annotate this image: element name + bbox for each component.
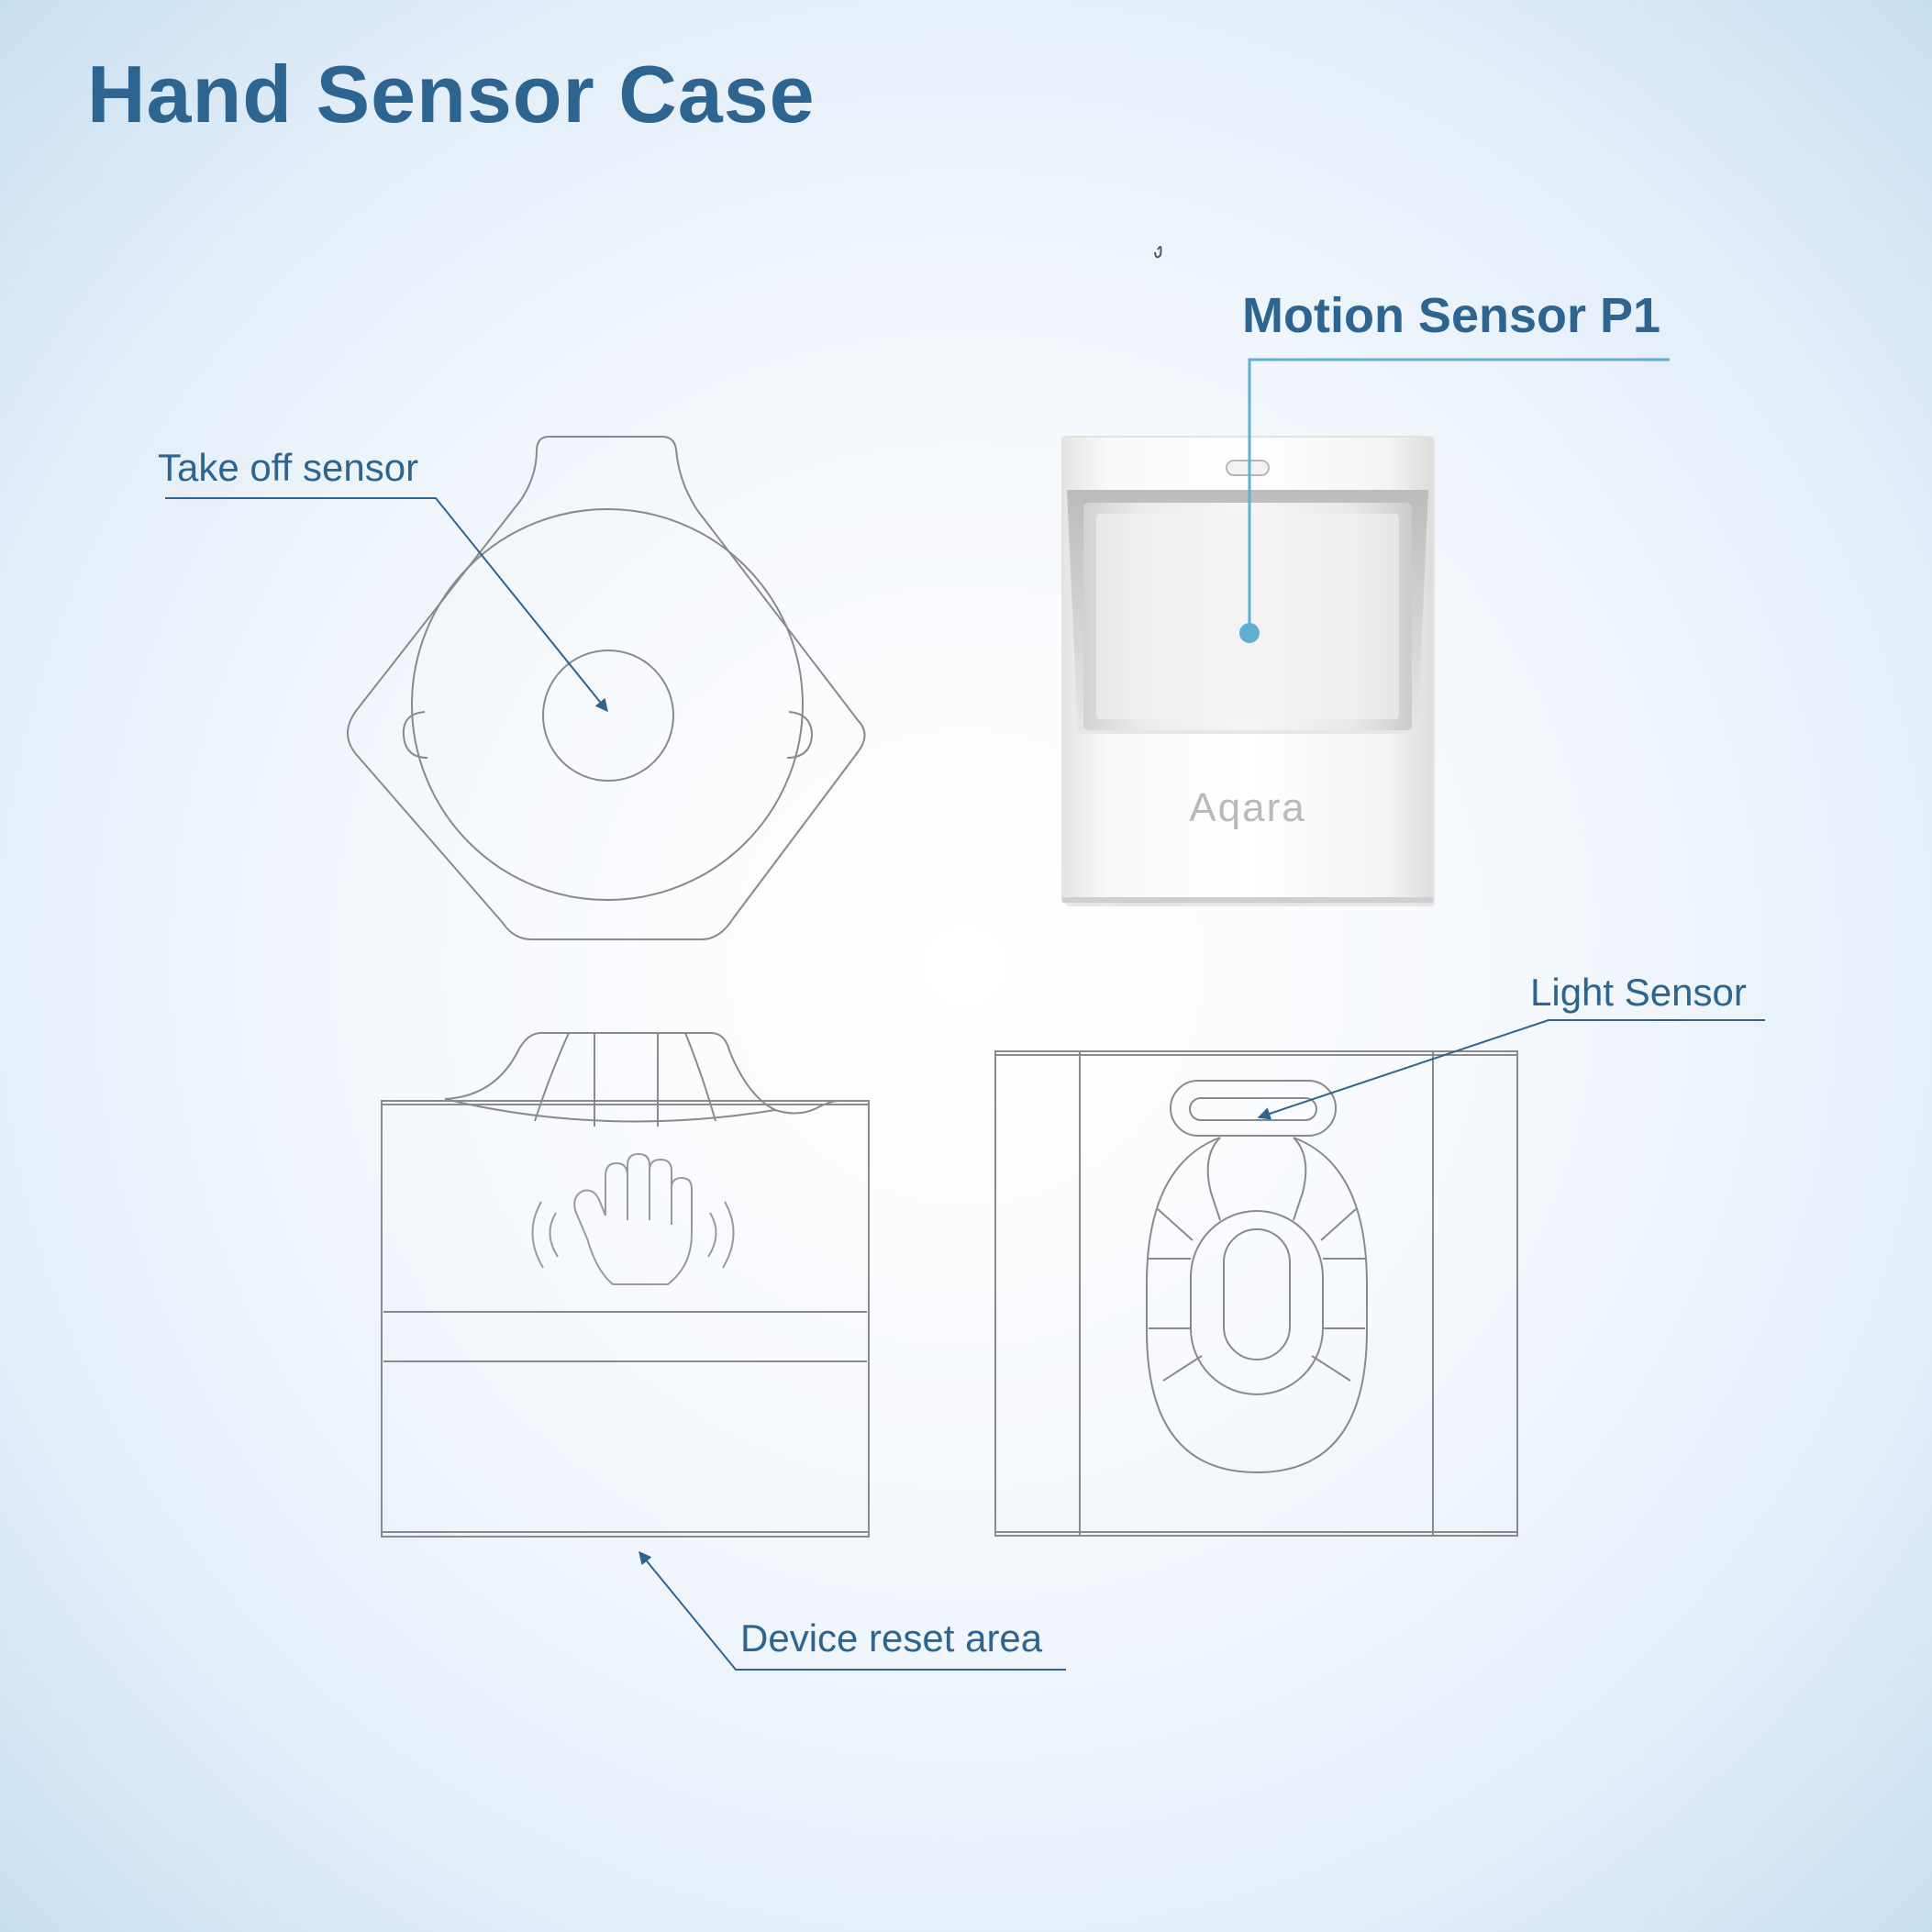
motion-sensor-leader xyxy=(1248,358,1670,633)
motion-sensor-leader-dot xyxy=(1239,623,1260,643)
front-body-outline xyxy=(381,1100,870,1538)
hand-wave-icon xyxy=(531,1152,735,1285)
back-center-pill-outer xyxy=(1190,1210,1324,1395)
case-right-notch xyxy=(786,711,814,759)
brand-logo: Aqara xyxy=(1189,785,1305,830)
light-sensor-window xyxy=(1226,460,1270,476)
back-rib-bl xyxy=(1162,1355,1203,1382)
device-reset-area-leader xyxy=(638,1550,1066,1671)
pir-lens-inner xyxy=(1096,514,1399,719)
light-sensor-slot-inner xyxy=(1189,1097,1317,1121)
back-rib-br xyxy=(1311,1355,1351,1382)
light-sensor-leader xyxy=(1257,1019,1765,1120)
back-body-outline xyxy=(994,1050,1518,1537)
case-top-inner-ring xyxy=(411,508,804,901)
motion-sensor-label: Motion Sensor P1 xyxy=(1242,288,1660,343)
light-sensor-slot-outer xyxy=(1170,1080,1337,1137)
stray-mark xyxy=(1154,246,1162,259)
case-top-outline xyxy=(347,436,866,940)
back-rib-ur xyxy=(1320,1208,1357,1241)
page-title: Hand Sensor Case xyxy=(87,49,816,139)
device-reset-area-label: Device reset area xyxy=(740,1616,1043,1660)
take-off-sensor-circle xyxy=(542,650,674,782)
device-bottom-edge xyxy=(1062,897,1433,903)
back-oval-body xyxy=(1146,1137,1368,1474)
front-cap-rib-4 xyxy=(684,1032,716,1122)
back-oval-upper-right xyxy=(1293,1137,1307,1221)
front-cap-base xyxy=(444,1098,776,1123)
take-off-sensor-label: Take off sensor xyxy=(158,446,418,489)
front-top-cap xyxy=(444,1032,817,1115)
front-cap-rib-1 xyxy=(534,1032,570,1122)
case-back-view xyxy=(994,1050,1518,1537)
back-oval-upper-left xyxy=(1206,1137,1221,1221)
case-front-view xyxy=(381,1032,870,1538)
motion-sensor-p1-device: Aqara xyxy=(1061,436,1435,906)
case-left-notch xyxy=(402,711,428,759)
back-rib-ul xyxy=(1157,1208,1194,1241)
case-top-view xyxy=(347,436,866,940)
back-center-pill-inner xyxy=(1223,1228,1291,1360)
light-sensor-label: Light Sensor xyxy=(1530,971,1747,1014)
take-off-sensor-leader xyxy=(165,497,608,713)
